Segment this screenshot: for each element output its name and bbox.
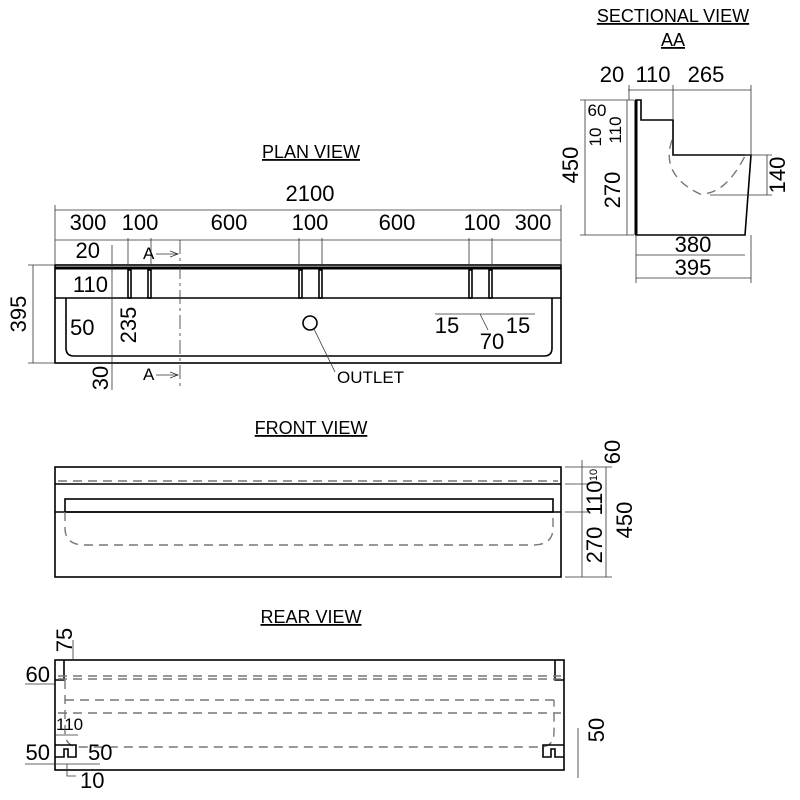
- outlet-label: OUTLET: [337, 368, 404, 387]
- dim-ledge: 10: [586, 128, 605, 147]
- dim-segment: 100: [292, 210, 329, 235]
- section-mark-bottom: A: [143, 365, 155, 384]
- section-mark-top: A: [143, 244, 155, 263]
- arrow-icon: [156, 371, 180, 379]
- dim-basin-height: 140: [765, 157, 790, 194]
- front-view-title: FRONT VIEW: [255, 418, 368, 438]
- rear-view-title: REAR VIEW: [260, 607, 361, 627]
- dim-depth: 395: [6, 296, 31, 333]
- dim-segment: 600: [379, 210, 416, 235]
- dim-divider-width: 70: [480, 329, 504, 354]
- outlet-circle: [302, 315, 318, 331]
- dim-segment: 600: [211, 210, 248, 235]
- dim-shelf: 110: [73, 272, 108, 297]
- sectional-view: SECTIONAL VIEW AA 20 110 265 450 60 10 1…: [558, 6, 790, 283]
- rear-slot-right: [542, 744, 564, 758]
- rear-slot-left: [55, 744, 77, 758]
- section-profile: [635, 99, 752, 236]
- dim-upstand: 60: [588, 101, 607, 120]
- dim-segment: 100: [122, 210, 159, 235]
- leader-line: [66, 764, 76, 777]
- rear-outline: [54, 659, 565, 771]
- section-view-title: SECTIONAL VIEW: [597, 6, 749, 26]
- rear-basin-hidden: [64, 680, 555, 748]
- dim-shelf-height: 110: [582, 480, 607, 515]
- front-view: FRONT VIEW 60 10 110 270 450: [54, 418, 637, 578]
- dim-slot-gap: 10: [80, 768, 104, 793]
- dim-base: 380: [675, 232, 712, 257]
- dim-gap: 15: [435, 313, 459, 338]
- dim-basin-offset: 50: [70, 315, 94, 340]
- dim-basin-width: 265: [688, 62, 725, 87]
- dim-shelf-height: 110: [606, 116, 625, 143]
- dim-gap: 15: [506, 313, 530, 338]
- dim-lower-height: 270: [582, 527, 607, 564]
- dim-rim: 20: [76, 238, 100, 263]
- front-outline: [54, 466, 562, 578]
- dim-slot-height-right: 50: [584, 718, 609, 742]
- dim-basin-depth: 235: [116, 307, 141, 344]
- dim-wall: 20: [600, 62, 624, 87]
- dim-ledge: 10: [588, 469, 600, 481]
- dim-offset: 110: [56, 715, 83, 734]
- rear-top-tabs: [55, 660, 564, 681]
- plan-view: PLAN VIEW OUTLET 2100 300 100 600 100 60…: [6, 142, 562, 390]
- dim-shelf-width: 110: [635, 62, 670, 87]
- rear-view: REAR VIEW 75 60 110 50 50 10 50: [25, 607, 609, 793]
- dim-slot-width: 50: [88, 740, 112, 765]
- dim-upstand: 60: [600, 440, 625, 464]
- dim-segment: 300: [515, 210, 552, 235]
- dim-height: 450: [612, 502, 637, 539]
- plan-dividers: [127, 269, 493, 299]
- dim-tab-height: 75: [52, 628, 77, 652]
- dim-segment: 300: [70, 210, 107, 235]
- dim-segment: 100: [464, 210, 501, 235]
- dim-slot-height: 50: [26, 740, 50, 765]
- dim-lower-height: 270: [600, 172, 625, 209]
- dim-overall-length: 2100: [286, 181, 335, 206]
- plan-outline: [54, 264, 562, 364]
- outlet-leader: [313, 328, 336, 373]
- plan-basin: [65, 298, 553, 357]
- dim-front-lip: 30: [88, 366, 113, 390]
- section-view-id: AA: [661, 30, 685, 50]
- arrow-icon: [156, 250, 180, 258]
- front-shelf: [64, 498, 554, 513]
- section-basin-hidden: [668, 139, 746, 195]
- dim-tab-width: 60: [26, 662, 50, 687]
- plan-view-title: PLAN VIEW: [262, 142, 360, 162]
- dim-overall-depth: 395: [675, 255, 712, 280]
- dim-height: 450: [558, 147, 583, 184]
- front-basin-hidden: [64, 512, 554, 546]
